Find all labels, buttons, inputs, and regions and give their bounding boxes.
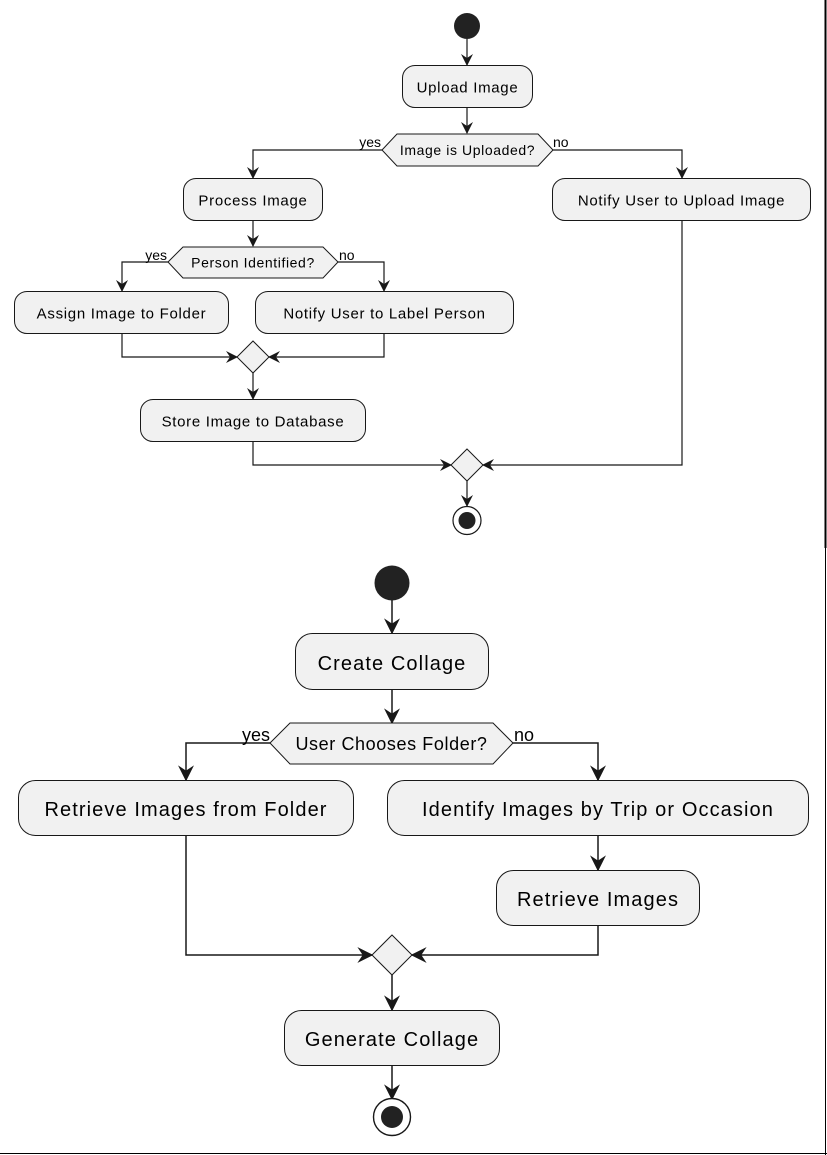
activity-create-collage-label: Create Collage [318, 653, 467, 675]
edge-no-to-notify-upload [552, 149, 688, 179]
activity-notify-label-label: Notify User to Label Person [283, 306, 485, 323]
decision-person-identified: Person Identified? [167, 246, 339, 279]
activity-retrieve-images-label: Retrieve Images [517, 889, 679, 911]
decision-user-chooses-folder-label: User Chooses Folder? [295, 734, 487, 754]
branch-label-yes: yes [359, 134, 381, 150]
edge-yes-to-assign [116, 261, 168, 292]
activity-notify-upload-label: Notify User to Upload Image [578, 193, 785, 210]
activity-process-image: Process Image [183, 178, 323, 221]
edge-retrieve-to-merge [410, 926, 599, 963]
edge-yes-to-process [247, 149, 382, 179]
activity-assign-folder: Assign Image to Folder [14, 291, 229, 334]
activity-assign-folder-label: Assign Image to Folder [37, 306, 207, 323]
edge-assign-to-merge [121, 333, 238, 363]
end-node [452, 505, 482, 536]
activity-store-database-label: Store Image to Database [162, 414, 345, 431]
merge-node-person [236, 340, 270, 374]
edge-store-to-final-merge [252, 441, 452, 471]
edge-no-to-identify [513, 742, 606, 782]
branch-label-yes-person: yes [145, 247, 167, 263]
activity-retrieve-from-folder: Retrieve Images from Folder [18, 780, 354, 836]
start-node-collage [374, 565, 410, 601]
activity-generate-collage: Generate Collage [284, 1010, 500, 1066]
branch-label-yes-folder: yes [242, 725, 270, 745]
merge-node-final [450, 448, 484, 482]
activity-retrieve-images: Retrieve Images [496, 870, 700, 926]
activity-retrieve-from-folder-label: Retrieve Images from Folder [44, 799, 327, 821]
edge-yes-to-retrieve-folder [178, 742, 270, 782]
branch-label-no-folder: no [514, 725, 534, 745]
edge-notify-upload-to-final-merge [482, 220, 683, 471]
activity-identify-by-trip-label: Identify Images by Trip or Occasion [422, 799, 774, 821]
decision-person-identified-label: Person Identified? [191, 255, 315, 271]
end-node-collage [372, 1097, 412, 1137]
activity-notify-label: Notify User to Label Person [255, 291, 514, 334]
decision-image-uploaded-label: Image is Uploaded? [400, 142, 535, 158]
activity-store-database: Store Image to Database [140, 399, 366, 442]
branch-label-no: no [553, 134, 569, 150]
diagram-create-collage: Create Collage User Chooses Folder? yes … [18, 565, 809, 1137]
activity-generate-collage-label: Generate Collage [305, 1029, 479, 1051]
branch-label-no-person: no [339, 247, 355, 263]
edge-notify-label-to-merge [268, 333, 385, 363]
activity-upload-image-label: Upload Image [417, 80, 519, 97]
activity-notify-upload: Notify User to Upload Image [552, 178, 811, 221]
edge-folder-to-merge [185, 836, 374, 963]
decision-image-uploaded: Image is Uploaded? [381, 133, 554, 167]
merge-node-collage [371, 934, 413, 976]
edge-no-to-notify-label [338, 261, 390, 292]
diagram-image-upload: Upload Image Image is Uploaded? yes no P… [14, 13, 811, 536]
decision-user-chooses-folder: User Chooses Folder? [269, 722, 514, 765]
activity-identify-by-trip: Identify Images by Trip or Occasion [387, 780, 809, 836]
start-node [454, 13, 480, 39]
activity-create-collage: Create Collage [295, 633, 489, 690]
activity-process-image-label: Process Image [198, 193, 307, 210]
activity-upload-image: Upload Image [402, 65, 533, 108]
